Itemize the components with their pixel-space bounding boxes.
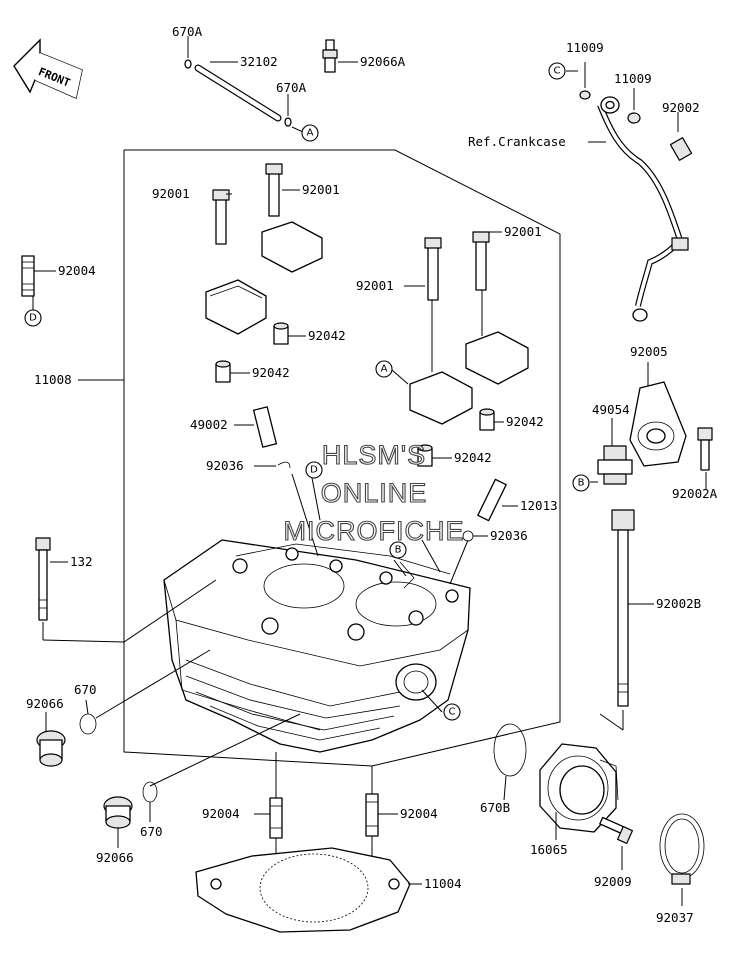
long-bolt-92002B [599,509,654,731]
oil-hose-assembly [566,62,693,322]
bolt-92002A [697,427,713,490]
label-11008: 11008 [34,372,72,387]
camshaft-cap-left [205,163,323,335]
svg-text:A: A [381,364,388,375]
head-gasket [195,847,422,933]
svg-text:A: A [307,128,314,139]
watermark-line3: MICROFICHE [284,516,465,546]
label-32102: 32102 [240,54,278,69]
label-92066-left: 92066 [26,696,64,711]
tensioner-cover [629,362,687,467]
label-92042-d: 92042 [454,450,492,465]
ref-circle-c-top: C [548,62,566,80]
svg-text:B: B [395,545,402,556]
ref-markers: A C D A D B B C [24,62,590,721]
label-92002B: 92002B [656,596,701,611]
label-92002A: 92002A [672,486,718,501]
label-49002: 49002 [190,417,228,432]
ref-circle-d-left: D [24,309,42,327]
label-670-left: 670 [74,682,97,697]
svg-text:B: B [578,478,585,489]
temperature-sensor [322,39,358,73]
label-92042-c: 92042 [506,414,544,429]
label-670-bottom: 670 [140,824,163,839]
svg-text:C: C [449,707,456,718]
label-670A-mid: 670A [276,80,307,95]
watermark: HLSM'S ONLINE MICROFICHE [283,439,465,546]
label-92036-b: 92036 [490,528,528,543]
ref-circle-b-mid: B [389,541,407,559]
intake-holder [539,743,619,840]
camshaft-cap-right [391,231,529,425]
screw-92009 [599,816,634,870]
plug-49054 [590,418,633,485]
label-92004-bl: 92004 [202,806,240,821]
ref-circle-a-top: A [301,124,319,142]
part-labels: 670A 32102 670A 92066A 11009 11009 92002… [26,24,718,925]
label-92005: 92005 [630,344,668,359]
head-bolt-132 [35,537,125,643]
label-11004: 11004 [424,876,462,891]
label-12013: 12013 [520,498,558,513]
oil-pipe [184,36,304,133]
ref-circle-b-right: B [572,474,590,492]
ref-circle-c-bottom: C [443,703,461,721]
label-ref-crankcase: Ref.Crankcase [468,134,566,149]
spark-plug-tube [477,478,518,522]
svg-text:D: D [310,465,318,476]
label-92001-d: 92001 [356,278,394,293]
svg-text:D: D [29,313,37,324]
label-670B: 670B [480,800,510,815]
o-ring-left [79,699,97,735]
valve-guide [234,406,278,448]
label-92009: 92009 [594,874,632,889]
stud-bolts-bottom [254,752,398,860]
label-92042-a: 92042 [308,328,346,343]
label-92001-c: 92001 [504,224,542,239]
cylinder-head [95,473,471,787]
label-92066-bottom: 92066 [96,850,134,865]
plug-92066-left [36,712,66,767]
cylinder-head-group-frame [78,149,561,767]
label-11009-a: 11009 [566,40,604,55]
label-16065: 16065 [530,842,568,857]
label-132: 132 [70,554,93,569]
svg-text:C: C [554,66,561,77]
label-92066A: 92066A [360,54,406,69]
front-arrow-icon: FRONT [13,38,83,99]
label-670A-top: 670A [172,24,203,39]
label-92001-a: 92001 [302,182,340,197]
label-49054: 49054 [592,402,630,417]
label-92036-a: 92036 [206,458,244,473]
dowel-pins [215,322,504,467]
label-11009-b: 11009 [614,71,652,86]
plug-92066-bottom [103,796,133,848]
ref-circle-a-mid: A [375,360,393,378]
ref-circle-d-mid: D [305,461,323,479]
watermark-line2: ONLINE [321,478,428,508]
label-92004-left: 92004 [58,263,96,278]
watermark-line1: HLSM'S [322,440,426,470]
hose-clamp [659,813,705,906]
label-92001-b: 92001 [152,186,190,201]
stud-bolt-left [21,255,56,310]
label-92002: 92002 [662,100,700,115]
o-ring-bottom [142,781,158,822]
label-92037: 92037 [656,910,694,925]
o-ring-670B [493,723,527,801]
label-92004-br: 92004 [400,806,438,821]
label-92042-b: 92042 [252,365,290,380]
